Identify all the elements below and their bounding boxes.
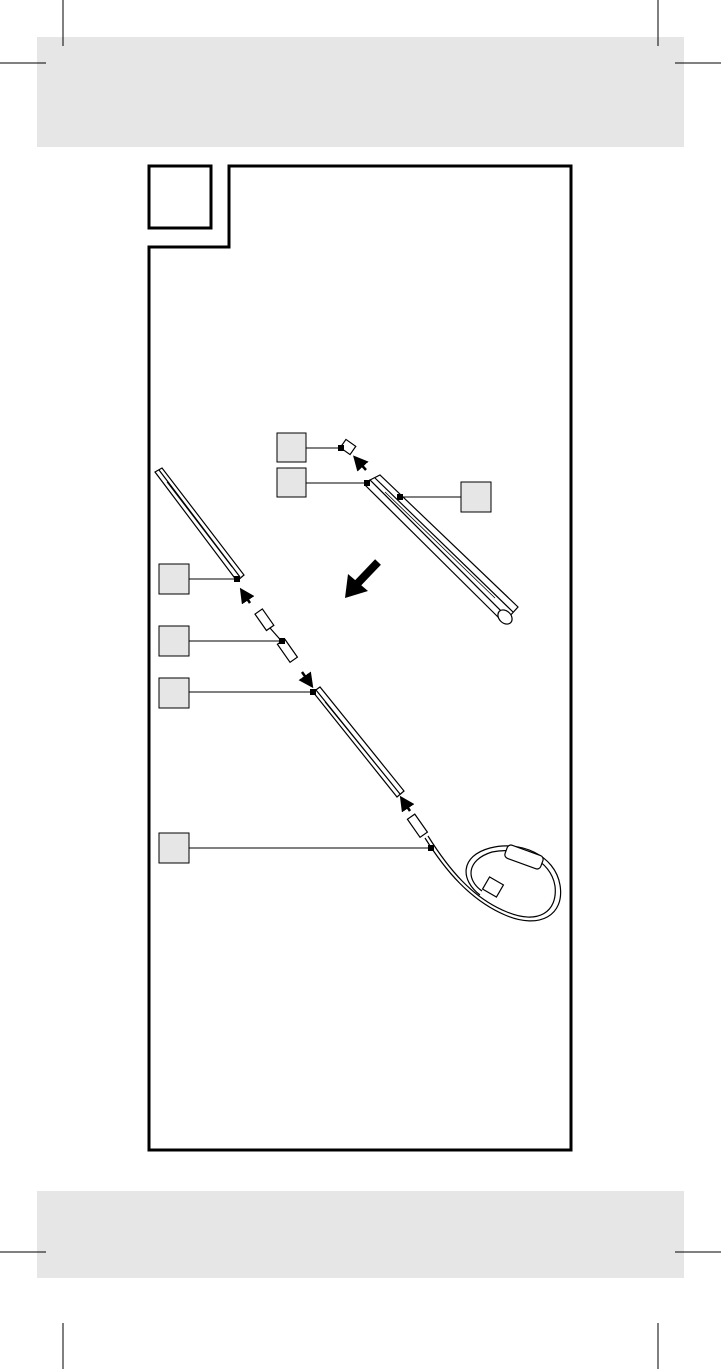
- callout-middle-bar-socket: [158, 677, 316, 709]
- end-cap-drawing: [339, 438, 357, 456]
- top-gray-band: [37, 37, 684, 147]
- end-cap-arrow: [353, 455, 369, 472]
- power-connector-arrow: [399, 795, 415, 813]
- left-light-bar-drawing: [154, 467, 245, 582]
- callout-end-cap: [276, 432, 344, 463]
- panel-number-box: [147, 164, 213, 230]
- connector-cable-drawing: [254, 608, 299, 664]
- bottom-gray-band: [37, 1191, 684, 1278]
- direction-arrow: [345, 559, 381, 598]
- callout-left-bar-socket: [158, 563, 240, 595]
- middle-connector-arrow: [298, 671, 314, 689]
- callout-top-bar-end: [276, 467, 370, 498]
- callout-top-light-bar: [397, 481, 492, 513]
- power-cable-drawing: [406, 813, 562, 922]
- callout-power-cable: [158, 832, 434, 864]
- figure-frame: [147, 164, 573, 1152]
- middle-light-bar-drawing: [312, 686, 405, 798]
- top-light-bar-drawing: [364, 474, 519, 625]
- callout-connector-cable: [158, 625, 285, 657]
- left-connector-arrow: [239, 587, 255, 605]
